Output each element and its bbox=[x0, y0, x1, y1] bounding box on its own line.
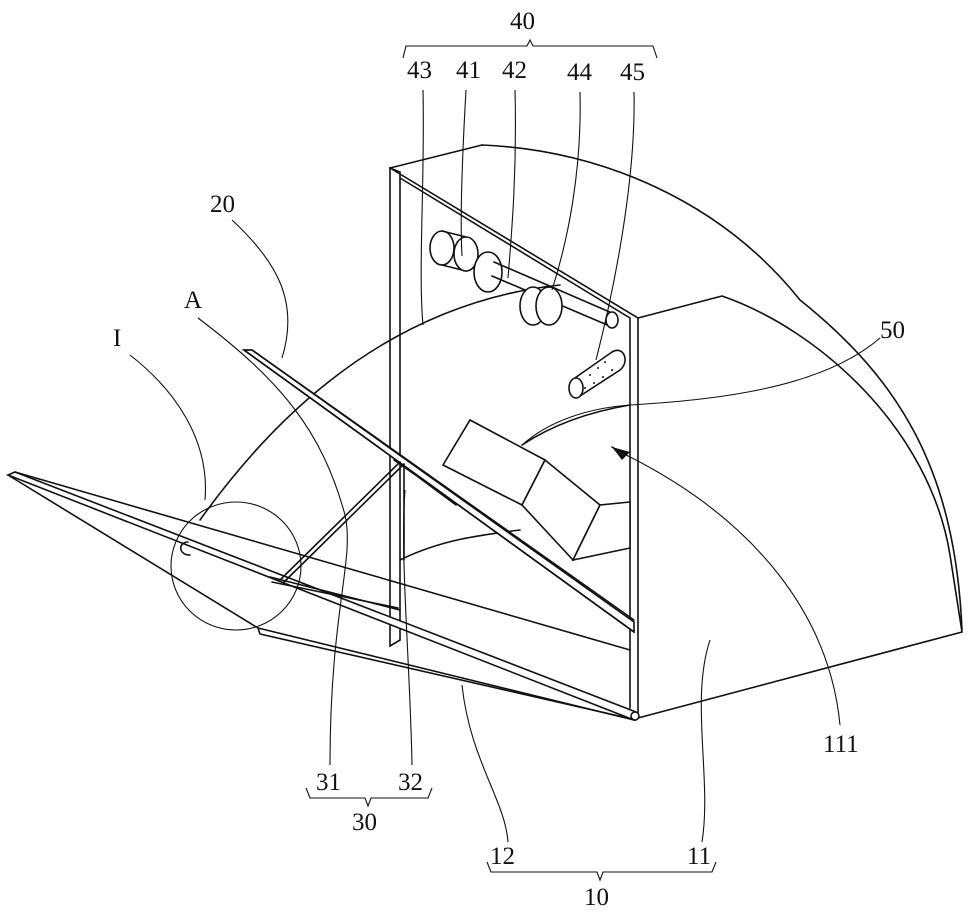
drive-assembly-40 bbox=[430, 231, 618, 328]
detail-circle-I bbox=[171, 502, 301, 630]
label-111: 111 bbox=[823, 731, 859, 758]
label-44: 44 bbox=[567, 59, 593, 86]
label-32: 32 bbox=[398, 769, 423, 796]
label-30: 30 bbox=[352, 809, 377, 836]
label-43: 43 bbox=[407, 57, 432, 84]
label-41: 41 bbox=[456, 57, 481, 84]
label-20: 20 bbox=[210, 191, 235, 218]
label-11: 11 bbox=[687, 843, 711, 870]
label-10: 10 bbox=[584, 884, 609, 911]
label-I: I bbox=[113, 325, 121, 352]
label-50: 50 bbox=[880, 317, 905, 344]
label-40: 40 bbox=[510, 8, 535, 35]
label-42: 42 bbox=[502, 57, 527, 84]
block-50 bbox=[443, 420, 630, 560]
label-A: A bbox=[184, 287, 202, 314]
label-12: 12 bbox=[490, 843, 515, 870]
label-45: 45 bbox=[620, 59, 645, 86]
label-31: 31 bbox=[316, 769, 341, 796]
